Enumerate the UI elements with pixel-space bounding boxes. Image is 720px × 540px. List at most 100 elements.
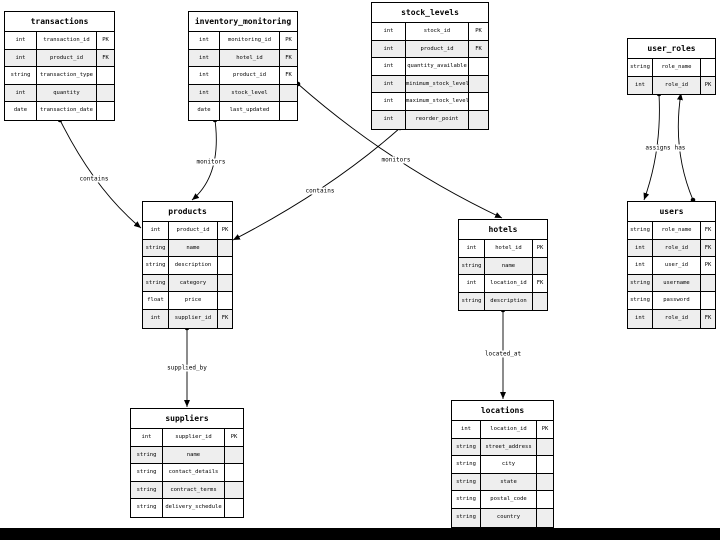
attribute-name: description — [485, 292, 533, 311]
edge-monitoring-products — [191, 119, 217, 201]
attribute-key: FK — [536, 280, 544, 287]
attribute-type: string — [459, 292, 485, 311]
attribute-name: stock_level — [220, 84, 280, 102]
attribute-key: FK — [475, 45, 482, 52]
attribute-key: FK — [221, 314, 229, 321]
attribute-name: location_id — [481, 421, 537, 438]
attribute-name: price — [169, 292, 218, 309]
attribute-name: delivery_schedule — [163, 499, 225, 517]
attribute-name: postal_code — [481, 491, 537, 508]
attribute-name: street_address — [481, 438, 537, 456]
attribute-type: string — [628, 59, 653, 76]
rel-label-transactions-products: contains — [78, 175, 110, 183]
attribute-type: int — [459, 240, 485, 257]
attribute-type: string — [143, 274, 169, 292]
attribute-name: product_id — [169, 222, 218, 239]
attribute-type: string — [459, 257, 485, 275]
attribute-name: product_id — [220, 67, 280, 84]
attribute-name: reorder_point — [406, 110, 469, 129]
attribute-key — [218, 257, 232, 274]
attribute-type: int — [143, 222, 169, 239]
attribute-name: supplier_id — [163, 429, 225, 446]
attribute-type: int — [372, 23, 406, 40]
rel-label-monitoring-products: monitors — [195, 158, 227, 166]
attribute-name: user_id — [653, 257, 701, 274]
attribute-type: string — [131, 499, 163, 517]
attribute-key: PK — [541, 426, 549, 432]
attribute-key: PK — [704, 262, 712, 269]
attribute-name: monitoring_id — [220, 32, 280, 49]
attribute-type: string — [628, 274, 653, 292]
attribute-name: name — [169, 239, 218, 257]
attribute-name: maximum_stock_level — [406, 93, 469, 110]
attribute-key — [218, 240, 232, 257]
attribute-type: int — [189, 49, 220, 67]
attribute-key: PK — [230, 434, 238, 440]
entity-title: locations — [452, 401, 553, 421]
attribute-type: string — [5, 67, 37, 84]
attribute-type: string — [131, 481, 163, 499]
rel-label-roles-users: assigns — [644, 144, 672, 152]
attribute-name: name — [485, 257, 533, 275]
attribute-name: contact_details — [163, 464, 225, 481]
attribute-type: string — [452, 438, 481, 456]
attribute-type: int — [372, 75, 406, 93]
attribute-name: minimum_stock_level — [406, 75, 469, 93]
